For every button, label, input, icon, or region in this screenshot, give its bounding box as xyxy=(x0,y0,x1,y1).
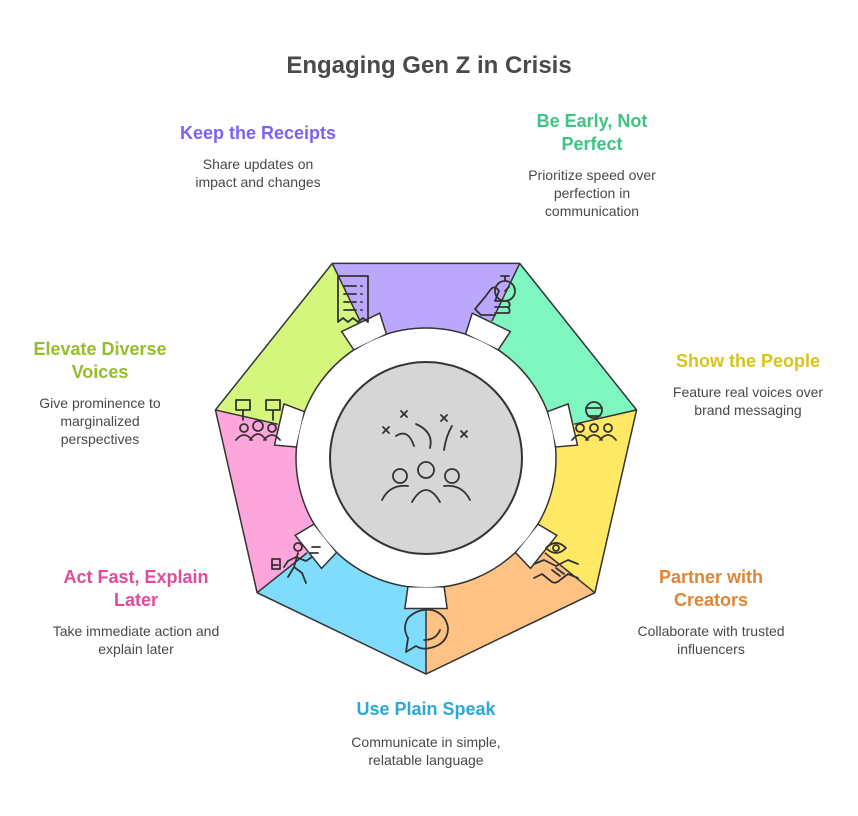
label-keep-receipts: Keep the Receipts Share updates on impac… xyxy=(158,122,358,191)
segment-heading: Show the People xyxy=(675,351,821,371)
segment-heading: Use Plain Speak xyxy=(356,699,496,719)
spokesperson-group-icon xyxy=(571,401,617,441)
protest-crowd-icon xyxy=(235,399,281,441)
receipt-icon xyxy=(337,275,369,323)
segment-description: Communicate in simple, relatable languag… xyxy=(351,734,501,768)
label-act-fast: Act Fast, Explain Later Take immediate a… xyxy=(48,566,224,658)
segment-description: Share updates on impact and changes xyxy=(195,156,321,190)
segment-description: Collaborate with trusted influencers xyxy=(637,623,785,657)
wheel-outline xyxy=(214,262,638,675)
label-show-people: Show the People Feature real voices over… xyxy=(655,350,841,419)
segment-heading: Act Fast, Explain Later xyxy=(63,567,209,610)
segment-description: Prioritize speed over perfection in comm… xyxy=(528,167,656,219)
label-elevate-voices: Elevate Diverse Voices Give prominence t… xyxy=(20,338,180,448)
segment-description: Feature real voices over brand messaging xyxy=(672,384,824,418)
handshake-eye-icon xyxy=(533,542,579,584)
segment-heading: Partner with Creators xyxy=(658,567,764,610)
segment-heading: Elevate Diverse Voices xyxy=(33,339,167,382)
diagram-title: Engaging Gen Z in Crisis xyxy=(286,52,572,79)
segment-heading: Keep the Receipts xyxy=(179,123,337,143)
segment-heading: Be Early, Not Perfect xyxy=(536,111,648,154)
strategy-team-icon xyxy=(381,410,471,503)
speech-bubble-icon xyxy=(404,608,449,653)
label-be-early: Be Early, Not Perfect Prioritize speed o… xyxy=(516,110,668,220)
center-hub xyxy=(329,361,523,555)
stopwatch-hand-icon xyxy=(474,275,516,316)
label-plain-speak: Use Plain Speak Communicate in simple, r… xyxy=(326,698,526,769)
segment-description: Give prominence to marginalized perspect… xyxy=(39,395,161,447)
running-person-icon xyxy=(271,542,321,584)
label-partner-creators: Partner with Creators Collaborate with t… xyxy=(625,566,797,658)
segment-description: Take immediate action and explain later xyxy=(52,623,220,657)
